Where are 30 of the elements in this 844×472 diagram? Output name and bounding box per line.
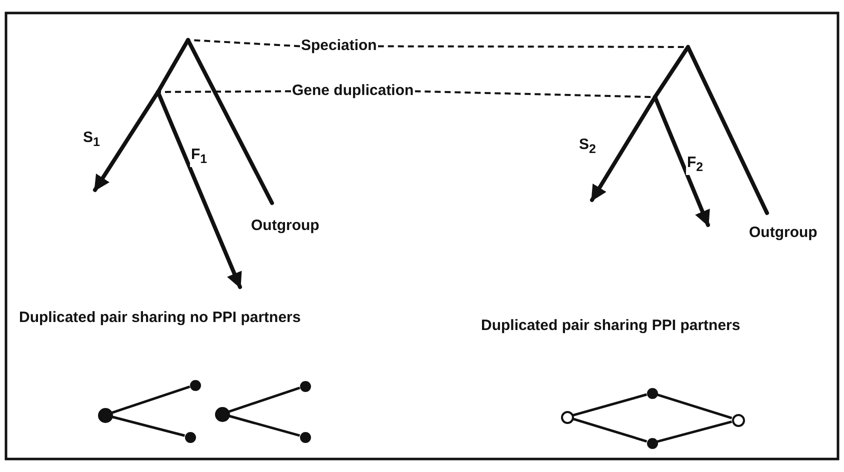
event-label: Speciation <box>300 38 378 54</box>
event-label: Gene duplication <box>291 83 415 100</box>
outgroup-label: Outgroup <box>748 225 818 242</box>
leader-line <box>414 90 652 98</box>
network-edge <box>572 393 648 416</box>
network-edge <box>228 386 300 413</box>
network-node <box>300 432 310 442</box>
phylogenetic-tree-drawing <box>590 45 769 227</box>
leader-line <box>160 90 291 93</box>
panel-heading: Duplicated pair sharing PPI partners <box>480 318 742 334</box>
network-node <box>646 388 658 398</box>
network-edge <box>228 414 300 437</box>
network-edge <box>112 416 185 437</box>
network-edge <box>572 418 648 443</box>
network-node <box>732 414 744 426</box>
panel-heading: Duplicated pair sharing no PPI partners <box>18 310 302 326</box>
outgroup-label: Outgroup <box>250 218 320 234</box>
network-node <box>214 406 230 422</box>
branch-label: F$_{2}$ <box>686 155 704 175</box>
network-node <box>646 438 658 448</box>
network-node <box>560 410 574 424</box>
branch-label: F$_{1}$ <box>190 147 208 167</box>
network-node <box>98 408 112 422</box>
network-node <box>184 432 196 442</box>
network-node <box>300 380 310 392</box>
network-edge <box>656 393 732 420</box>
network-node <box>190 380 200 390</box>
network-edge <box>112 386 190 414</box>
network-edge <box>657 420 732 443</box>
leader-line <box>378 45 686 48</box>
